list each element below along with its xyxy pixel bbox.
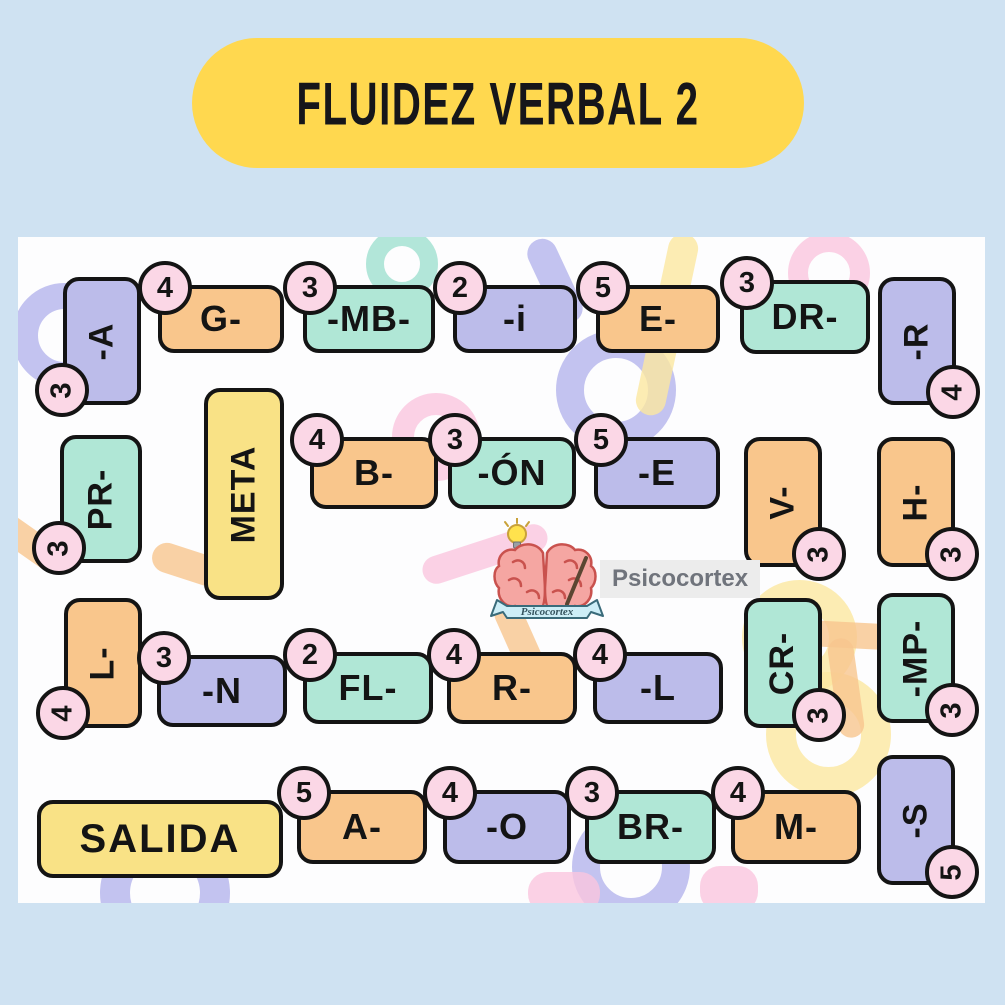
tile-meta[interactable]: META: [204, 388, 284, 600]
badge-count: 3: [428, 413, 482, 467]
tile-label: META: [224, 445, 263, 543]
badge-count: 4: [423, 766, 477, 820]
badge-count: 3: [925, 527, 979, 581]
tile-g-prefix[interactable]: G- 4: [138, 261, 284, 353]
tile-br-prefix[interactable]: BR- 3: [565, 766, 716, 864]
psicocortex-logo: Psicocortex: [490, 518, 604, 619]
ribbon-text: Psicocortex: [521, 606, 574, 618]
brand-watermark: Psicocortex: [600, 560, 761, 598]
tile-cr-prefix[interactable]: CR- 3: [744, 598, 846, 742]
tile-label: -S: [896, 802, 935, 838]
badge-count: 4: [711, 766, 765, 820]
tile-h-prefix[interactable]: H- 3: [877, 437, 979, 581]
badge-count: 4: [290, 413, 344, 467]
badge-count: 3: [283, 261, 337, 315]
badge-count: 5: [574, 413, 628, 467]
tile-label: -E: [638, 452, 676, 493]
tile-b-prefix[interactable]: B- 4: [290, 413, 438, 509]
ribbon-banner: Psicocortex: [490, 599, 604, 619]
tile-r-prefix[interactable]: R- 4: [427, 628, 577, 724]
brain-icon: [493, 543, 597, 617]
tile-label: -N: [202, 670, 242, 711]
tile-label: V-: [763, 484, 802, 520]
tile-label: B-: [354, 452, 394, 493]
lightbulb-rays-icon: [504, 518, 530, 527]
badge-count: 5: [277, 766, 331, 820]
tile-label: -O: [486, 806, 528, 847]
badge-count: 4: [427, 628, 481, 682]
badge-count: 3: [720, 256, 774, 310]
badge-count: 3: [32, 521, 86, 575]
background-doodle: [528, 872, 600, 903]
badge-count: 2: [283, 628, 337, 682]
tile-label: E-: [639, 298, 677, 339]
badge-count: 3: [565, 766, 619, 820]
tile-fl-prefix[interactable]: FL- 2: [283, 628, 433, 724]
tile-a-prefix[interactable]: A- 5: [277, 766, 427, 864]
tile-pr-prefix[interactable]: PR- 3: [32, 435, 142, 575]
tile-a-suffix[interactable]: -A 3: [35, 277, 141, 417]
tile-label: BR-: [617, 806, 684, 847]
tile-l-prefix[interactable]: L- 4: [36, 598, 142, 740]
tile-e-prefix[interactable]: E- 5: [576, 261, 720, 353]
badge-count: 4: [138, 261, 192, 315]
tile-label: R-: [492, 667, 532, 708]
tile-l-suffix[interactable]: -L 4: [573, 628, 723, 724]
tile-v-prefix[interactable]: V- 3: [744, 437, 846, 581]
tile-label: -A: [82, 322, 121, 360]
badge-count: 5: [925, 845, 979, 899]
tile-label: -MB-: [327, 298, 411, 339]
tile-on-suffix[interactable]: -ÓN 3: [428, 413, 576, 509]
title-banner: FLUIDEZ VERBAL 2: [192, 38, 804, 168]
tile-label: -ÓN: [477, 452, 547, 493]
tile-salida[interactable]: SALIDA: [37, 800, 283, 878]
tile-mb-infix[interactable]: -MB- 3: [283, 261, 435, 353]
tile-label: H-: [896, 483, 935, 521]
tile-label: M-: [774, 806, 818, 847]
badge-count: 4: [926, 365, 980, 419]
tile-label: -i: [503, 298, 527, 339]
badge-count: 4: [573, 628, 627, 682]
tile-label: A-: [342, 806, 382, 847]
badge-count: 3: [792, 688, 846, 742]
tile-o-suffix[interactable]: -O 4: [423, 766, 571, 864]
tile-label: FL-: [338, 667, 398, 708]
badge-count: 3: [35, 363, 89, 417]
tile-label: SALIDA: [79, 816, 241, 861]
tile-i-suffix[interactable]: -i 2: [433, 261, 577, 353]
tile-label: -L: [640, 667, 676, 708]
tile-s-suffix[interactable]: -S 5: [877, 755, 979, 899]
badge-count: 5: [576, 261, 630, 315]
background-doodle: [700, 866, 758, 903]
badge-count: 3: [925, 683, 979, 737]
tile-e-suffix[interactable]: -E 5: [574, 413, 720, 509]
tile-label: CR-: [763, 631, 802, 695]
tile-label: PR-: [81, 468, 120, 530]
page-title: FLUIDEZ VERBAL 2: [296, 68, 700, 138]
tile-n-suffix[interactable]: -N 3: [137, 631, 287, 727]
badge-count: 3: [137, 631, 191, 685]
tile-mp-infix[interactable]: -MP- 3: [877, 593, 979, 737]
tile-label: G-: [200, 298, 242, 339]
badge-count: 4: [36, 686, 90, 740]
tile-m-prefix[interactable]: M- 4: [711, 766, 861, 864]
lightbulb-icon: [507, 524, 527, 549]
badge-count: 2: [433, 261, 487, 315]
badge-count: 3: [792, 527, 846, 581]
game-board: -A 3 G- 4 -MB- 3 -i 2 E- 5 DR- 3 -R 4 PR…: [18, 237, 985, 903]
tile-label: -MP-: [896, 619, 935, 697]
tile-label: -R: [897, 322, 936, 360]
tile-label: L-: [83, 645, 122, 681]
tile-r-suffix[interactable]: -R 4: [878, 277, 980, 419]
tile-dr-prefix[interactable]: DR- 3: [720, 256, 870, 354]
tile-label: DR-: [771, 296, 839, 337]
